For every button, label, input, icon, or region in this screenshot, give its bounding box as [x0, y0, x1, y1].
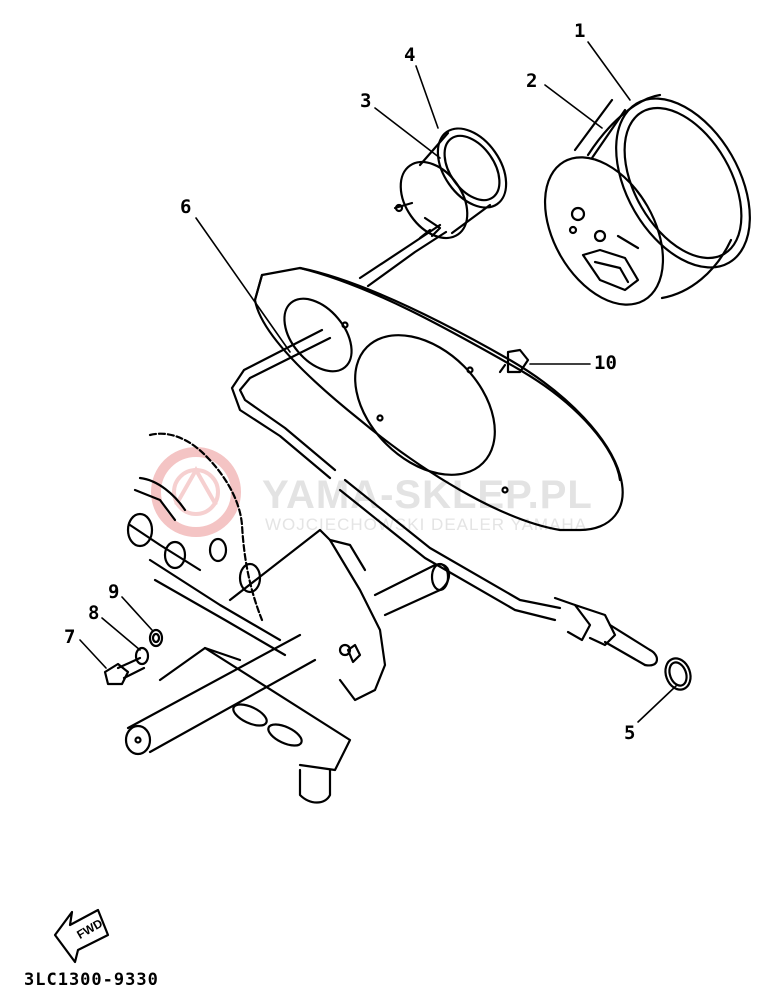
- callout-9: 9: [108, 581, 120, 603]
- lower-bracket-assembly: [124, 432, 451, 804]
- bolt-washer-nut: [103, 628, 164, 686]
- o-ring: [664, 657, 692, 691]
- callout-4: 4: [404, 44, 416, 66]
- callout-6: 6: [180, 196, 192, 218]
- fwd-arrow-icon: [53, 908, 110, 964]
- callout-2: 2: [526, 70, 538, 92]
- callout-7: 7: [64, 626, 76, 648]
- watermark-subtitle: WOJCIECHOWSKI DEALER YAMAHA: [265, 515, 588, 534]
- speedometer-cable: [230, 328, 658, 667]
- callout-10: 10: [594, 352, 617, 374]
- watermark-title: YAMA-SKLEP.PL: [262, 473, 593, 517]
- grommet: [498, 348, 530, 374]
- callout-8: 8: [88, 602, 100, 624]
- speedometer-gauge: [543, 93, 751, 306]
- callout-5: 5: [624, 722, 636, 744]
- diagram-code: 3LC1300-9330: [24, 970, 159, 990]
- callout-1: 1: [574, 20, 586, 42]
- leader-lines: [79, 41, 677, 723]
- callout-3: 3: [360, 90, 372, 112]
- tachometer-gauge: [393, 127, 508, 240]
- meter-bracket-plate: [253, 266, 624, 532]
